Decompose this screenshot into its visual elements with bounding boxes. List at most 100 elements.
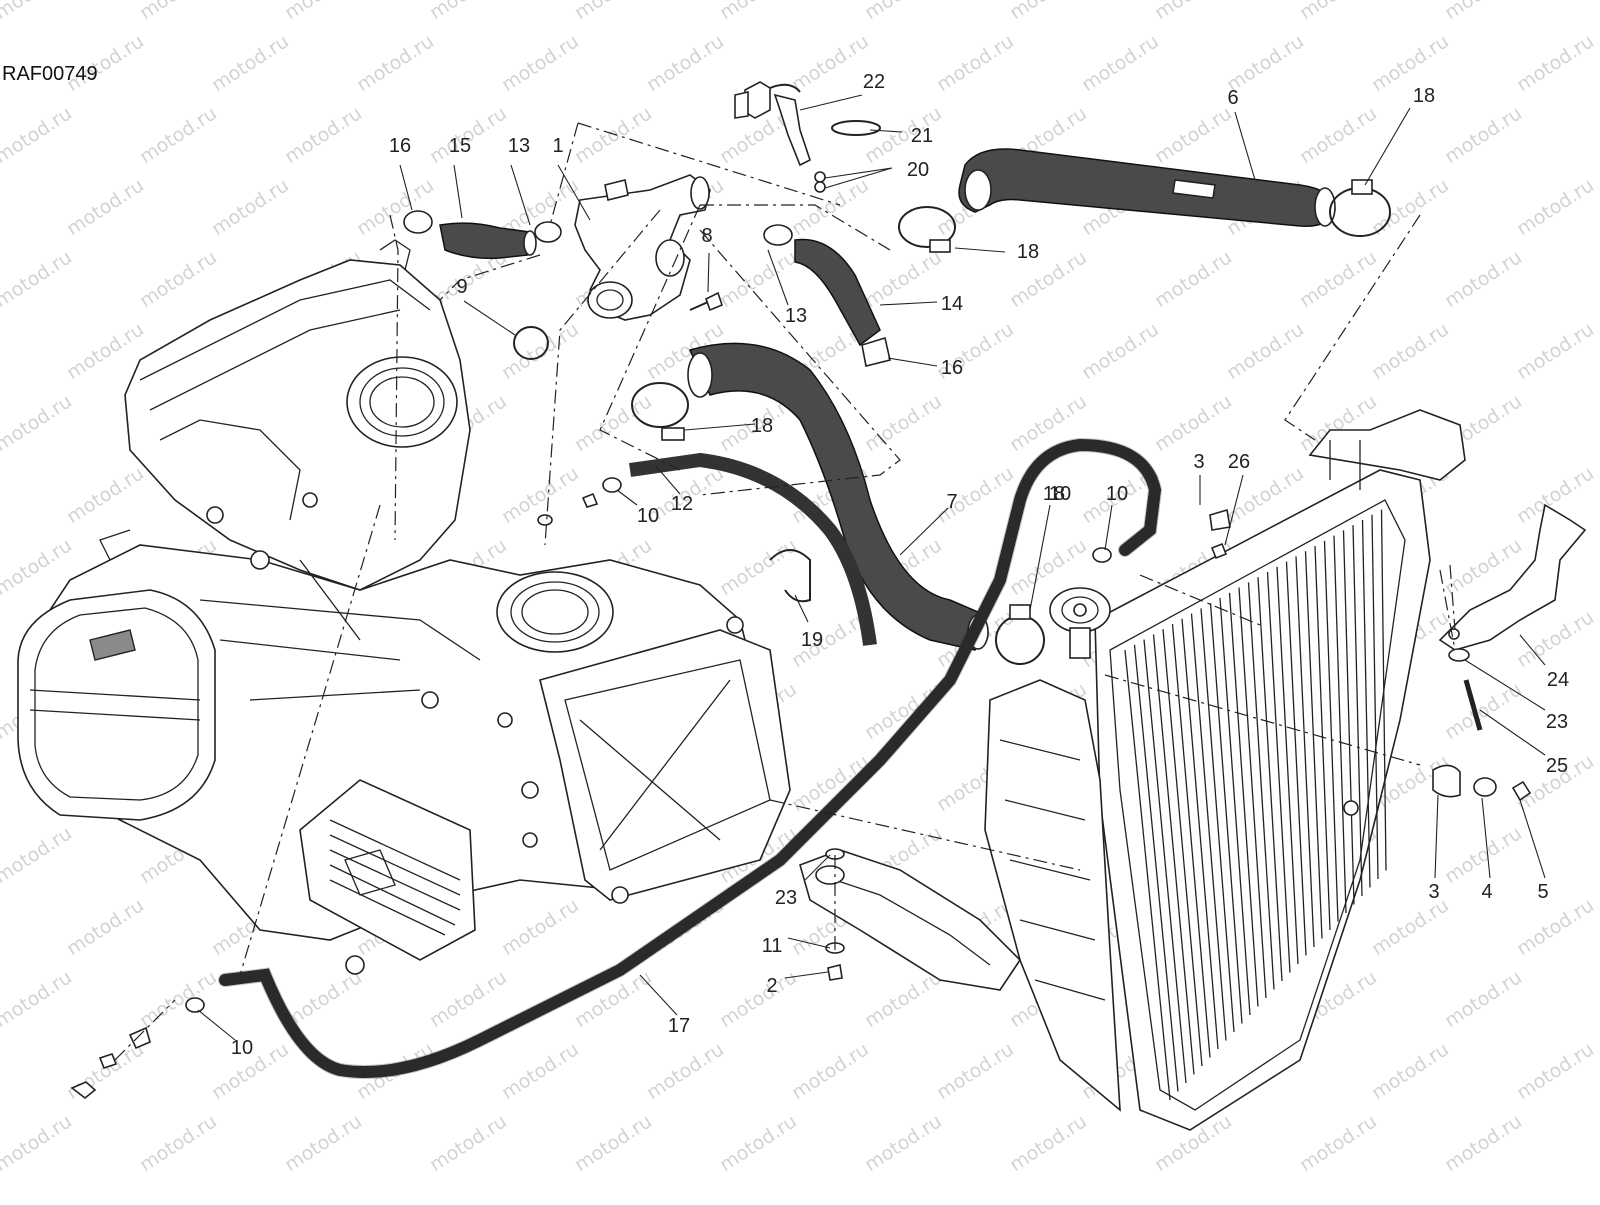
radiator-fin-line	[1133, 644, 1179, 1092]
watermark-text: motod.ru	[716, 534, 801, 600]
watermark-text: motod.ru	[643, 30, 728, 96]
callout-16: 16	[389, 135, 411, 157]
watermark-text: motod.ru	[136, 1110, 221, 1176]
callout-11: 11	[762, 935, 783, 957]
callout-10: 10	[231, 1037, 253, 1059]
callout-3: 3	[1428, 881, 1439, 903]
watermark-text: motod.ru	[136, 966, 221, 1032]
watermark-text: motod.ru	[1078, 318, 1163, 384]
watermark-text: motod.ru	[1296, 246, 1381, 312]
watermark-text: motod.ru	[788, 1038, 873, 1104]
callout-13: 13	[785, 305, 807, 327]
watermark-text: motod.ru	[1151, 102, 1236, 168]
callout-21: 21	[911, 125, 933, 147]
watermark-text: motod.ru	[1513, 174, 1598, 240]
watermark-text: motod.ru	[571, 102, 656, 168]
watermark-text: motod.ru	[1513, 30, 1598, 96]
radiator-fin-line	[1285, 561, 1307, 956]
callout-15: 15	[449, 135, 471, 157]
coolant-hoses	[218, 148, 1336, 1079]
radiator-fin-line	[1238, 587, 1267, 999]
radiator-fin-line	[1371, 514, 1379, 880]
callout-10: 10	[637, 505, 659, 527]
watermark-text: motod.ru	[281, 0, 366, 24]
callout-26: 26	[1228, 451, 1250, 473]
diagram-reference-code: RAF00749	[2, 63, 98, 85]
callout-23: 23	[775, 887, 797, 909]
watermark-text: motod.ru	[933, 1038, 1018, 1104]
watermark-text: motod.ru	[1296, 102, 1381, 168]
callout-24: 24	[1547, 669, 1569, 691]
watermark-text: motod.ru	[1513, 894, 1598, 960]
assembly-lines	[114, 122, 1456, 1061]
radiator-fin-line	[1152, 634, 1195, 1075]
watermark-text: motod.ru	[1441, 678, 1526, 744]
radiator-fin-line	[1295, 556, 1315, 948]
watermark-text: motod.ru	[1368, 30, 1453, 96]
watermark-text: motod.ru	[716, 966, 801, 1032]
callout-13: 13	[508, 135, 530, 157]
callout-18: 18	[751, 415, 773, 437]
watermark-text: motod.ru	[426, 966, 511, 1032]
watermark-text: motod.ru	[208, 30, 293, 96]
watermark-text: motod.ru	[136, 0, 221, 24]
callout-17: 17	[668, 1015, 690, 1037]
watermark-text: motod.ru	[0, 246, 76, 312]
watermark-text: motod.ru	[63, 894, 148, 960]
fasteners	[70, 291, 1532, 1100]
callout-18: 18	[1413, 85, 1435, 107]
watermark-text: motod.ru	[0, 1110, 76, 1176]
radiator-fin-line	[1276, 566, 1299, 965]
watermark-text: motod.ru	[716, 1110, 801, 1176]
watermark-text: motod.ru	[136, 102, 221, 168]
radiator-fin-line	[1257, 577, 1283, 982]
watermark-text: motod.ru	[1441, 966, 1526, 1032]
callout-4: 4	[1481, 881, 1492, 903]
callout-14: 14	[941, 293, 963, 315]
thermostat-housing	[574, 174, 711, 321]
radiator-fin-line	[1219, 597, 1251, 1016]
radiator-fin-line	[1342, 530, 1355, 905]
callout-23: 23	[1546, 711, 1568, 733]
watermark-text: motod.ru	[1441, 246, 1526, 312]
hose-clamps	[185, 120, 1391, 1013]
watermark-text: motod.ru	[933, 30, 1018, 96]
watermark-text: motod.ru	[643, 1038, 728, 1104]
watermark-text: motod.ru	[1296, 0, 1381, 24]
radiator-fin-line	[1181, 618, 1219, 1050]
radiator-fin-line	[1171, 623, 1211, 1058]
callout-10: 10	[1106, 483, 1128, 505]
radiator-fin-line	[1304, 551, 1323, 939]
radiator-assembly	[799, 409, 1587, 1131]
watermark-text: motod.ru	[1223, 318, 1308, 384]
watermark-text: motod.ru	[788, 174, 873, 240]
radiator-fin-line	[1380, 509, 1387, 871]
callout-5: 5	[1537, 881, 1548, 903]
callout-3: 3	[1193, 451, 1204, 473]
radiator-fin-line	[1200, 608, 1235, 1033]
watermark-text: motod.ru	[498, 318, 583, 384]
watermark-text: motod.ru	[1151, 246, 1236, 312]
watermark-text: motod.ru	[353, 30, 438, 96]
radiator-fin-line	[1361, 519, 1371, 888]
callout-12: 12	[671, 493, 693, 515]
watermark-text: motod.ru	[788, 30, 873, 96]
watermark-text: motod.ru	[1296, 1110, 1381, 1176]
watermark-text: motod.ru	[861, 1110, 946, 1176]
radiator-fin-line	[1266, 571, 1291, 973]
engine-block	[17, 239, 791, 975]
watermark-text: motod.ru	[498, 894, 583, 960]
watermark-text: motod.ru	[1368, 318, 1453, 384]
callout-19: 19	[801, 629, 823, 651]
radiator-fin-line	[1333, 535, 1347, 914]
leader-lines	[197, 94, 1546, 1041]
callout-18: 18	[1043, 483, 1065, 505]
callout-25: 25	[1546, 755, 1568, 777]
radiator-fin-line	[1352, 525, 1363, 897]
watermark-text: motod.ru	[1513, 318, 1598, 384]
callout-1: 1	[552, 135, 563, 157]
radiator-fin-line	[1247, 582, 1275, 990]
